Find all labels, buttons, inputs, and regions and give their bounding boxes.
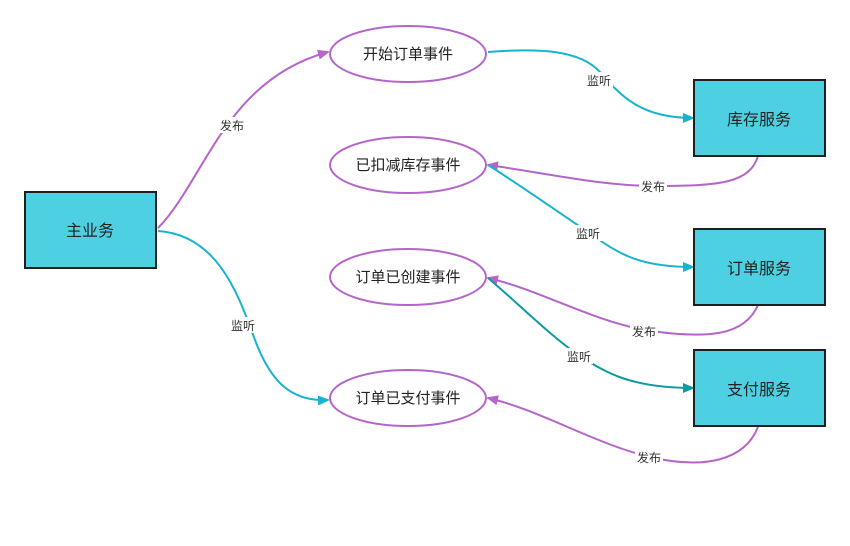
edge-label-main-publish: 发布 — [218, 117, 246, 133]
node-payment-service: 支付服务 — [693, 349, 826, 427]
svg-text:发布: 发布 — [641, 179, 665, 194]
edge-inventory-publish-deducted — [486, 155, 759, 188]
svg-text:库存服务: 库存服务 — [727, 110, 791, 129]
edge-label-payment-listen: 监听 — [565, 348, 593, 364]
svg-text:监听: 监听 — [567, 350, 591, 364]
node-order-service: 订单服务 — [693, 228, 826, 306]
svg-text:监听: 监听 — [587, 74, 611, 88]
svg-text:发布: 发布 — [220, 118, 244, 133]
svg-text:发布: 发布 — [637, 450, 661, 465]
edge-label-main-listen: 监听 — [229, 317, 257, 333]
edge-label-inventory-publish: 发布 — [639, 178, 667, 194]
event-order-started: 开始订单事件 — [329, 25, 487, 83]
node-inventory-service: 库存服务 — [693, 79, 826, 157]
svg-text:发布: 发布 — [632, 324, 656, 339]
svg-text:支付服务: 支付服务 — [727, 380, 791, 399]
event-order-paid: 订单已支付事件 — [329, 369, 487, 427]
edge-label-order-listen: 监听 — [574, 225, 602, 241]
edge-label-inventory-listen: 监听 — [585, 72, 613, 88]
svg-text:开始订单事件: 开始订单事件 — [363, 45, 453, 63]
node-main-business: 主业务 — [24, 191, 157, 269]
svg-text:订单已支付事件: 订单已支付事件 — [355, 389, 460, 407]
edge-label-payment-publish: 发布 — [635, 449, 663, 465]
edge-main-publish-order-started — [157, 49, 330, 229]
edge-inventory-listen-order-started — [487, 49, 695, 123]
svg-text:监听: 监听 — [231, 319, 255, 333]
svg-text:监听: 监听 — [576, 227, 600, 241]
edge-label-order-publish: 发布 — [630, 323, 658, 339]
event-order-created: 订单已创建事件 — [329, 248, 487, 306]
svg-text:已扣减库存事件: 已扣减库存事件 — [355, 156, 460, 174]
edge-main-listen-order-paid — [157, 230, 330, 406]
event-inventory-deducted: 已扣减库存事件 — [329, 136, 487, 194]
svg-text:主业务: 主业务 — [66, 221, 114, 240]
svg-text:订单服务: 订单服务 — [727, 259, 791, 278]
svg-text:订单已创建事件: 订单已创建事件 — [355, 268, 460, 286]
